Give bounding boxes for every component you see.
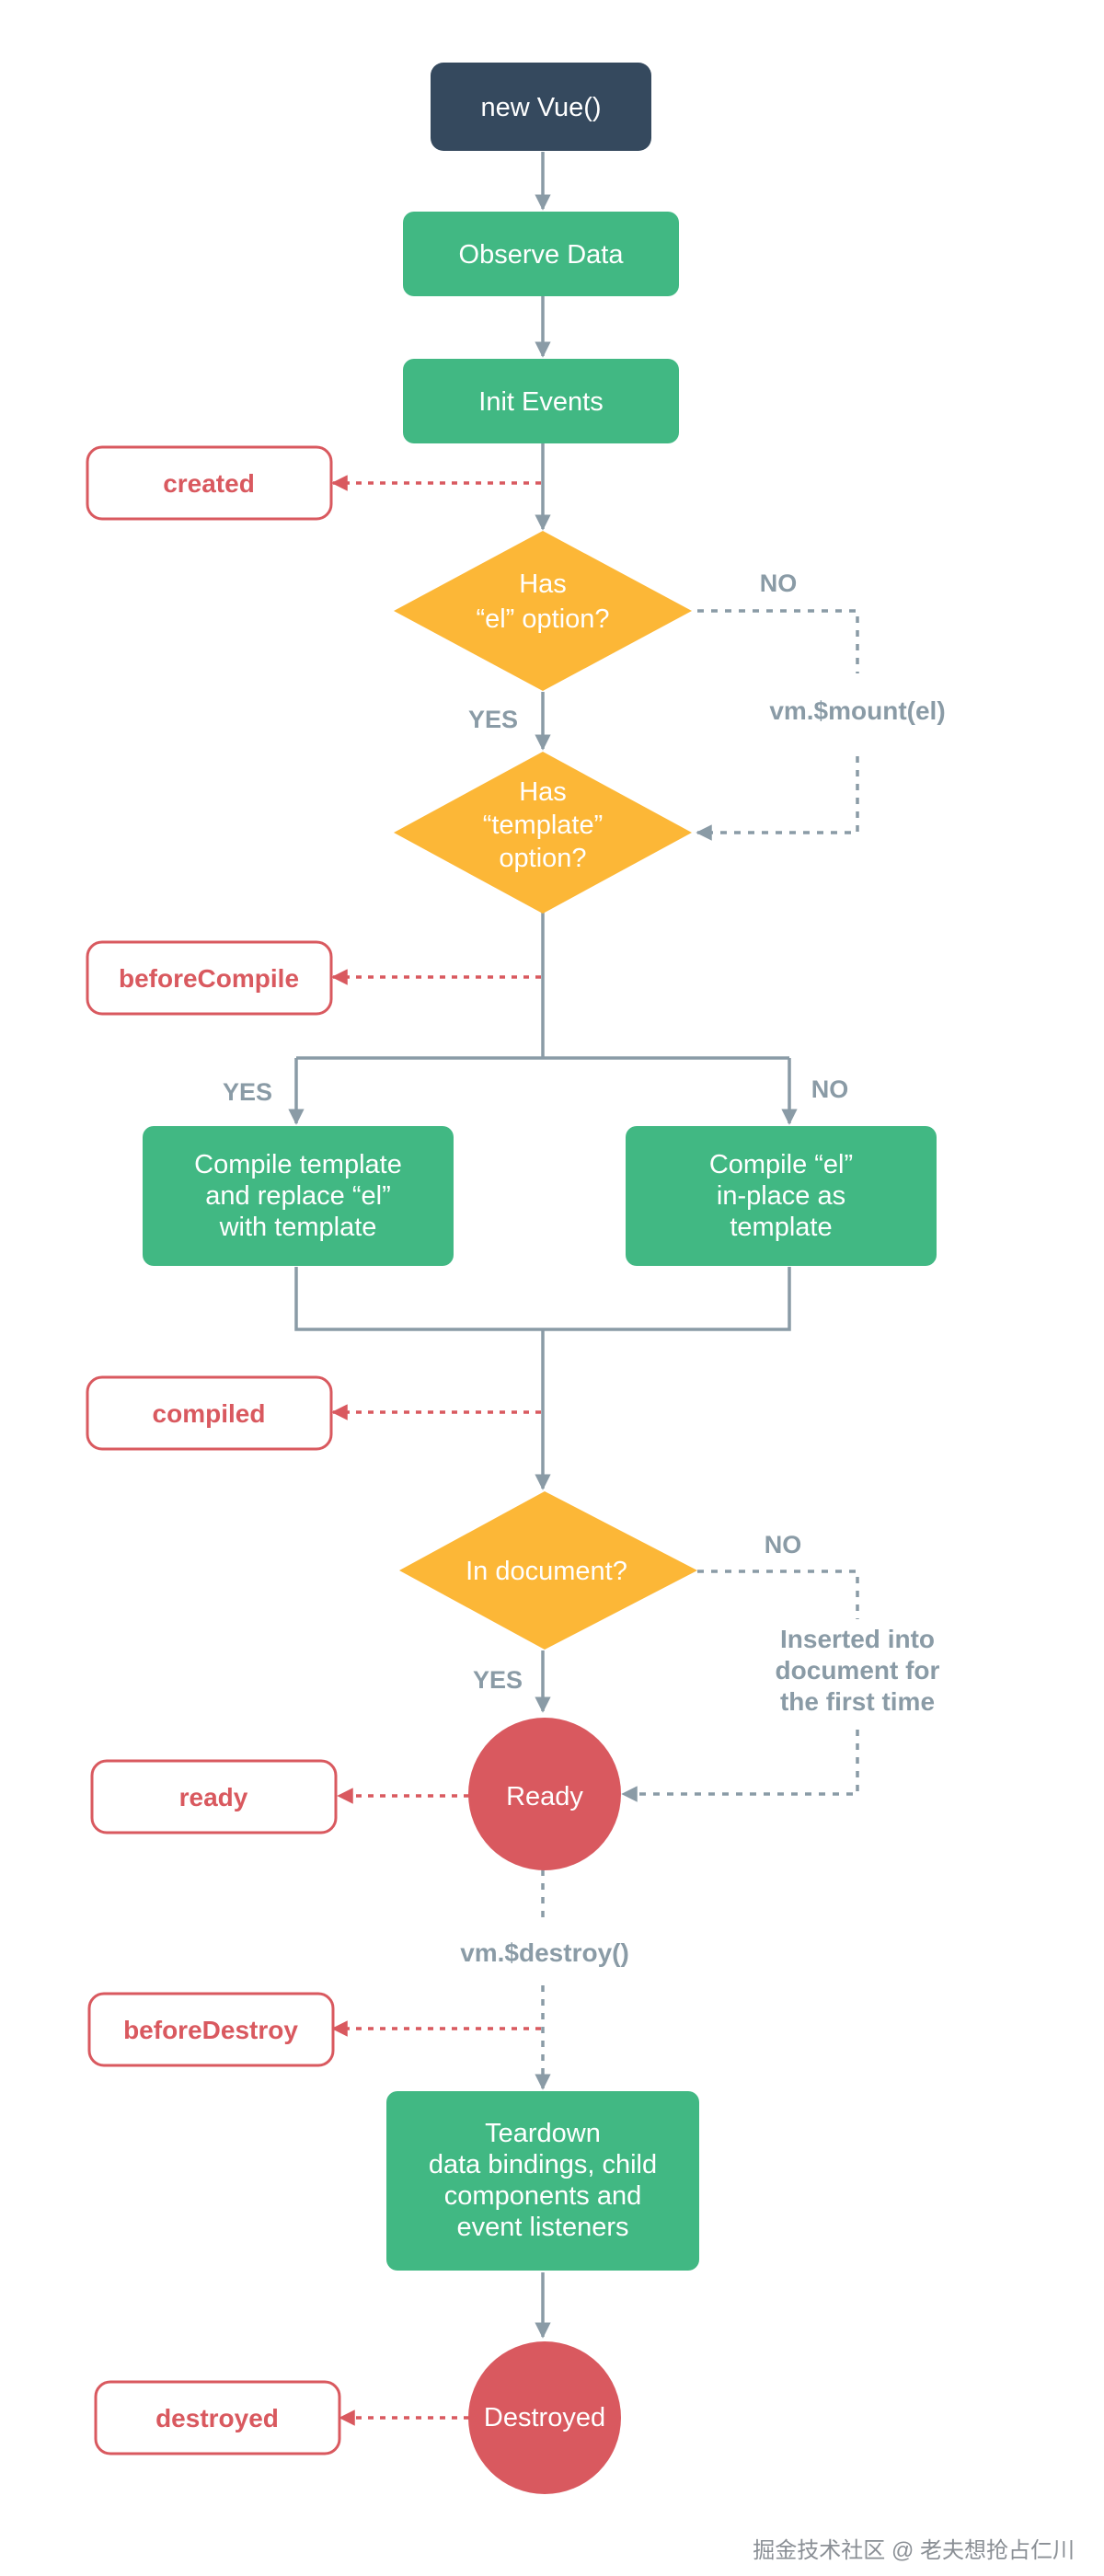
teardown-node: Teardown data bindings, child components… — [386, 2091, 699, 2271]
no-label-has-el: NO — [760, 569, 798, 597]
hook-ready-label: ready — [179, 1783, 248, 1811]
flow-labels: NO YES vm.$mount(el) YES NO NO YES Inser… — [223, 569, 946, 1967]
compile-template-node: Compile template and replace “el” with t… — [143, 1126, 454, 1266]
hook-before-compile-label: beforeCompile — [119, 964, 299, 993]
hook-before-destroy: beforeDestroy — [87, 1992, 335, 2067]
in-document-decision: In document? — [399, 1491, 697, 1650]
watermark: 掘金技术社区 @ 老夫想抢占仁川 — [753, 2538, 1075, 2563]
init-events-node: Init Events — [403, 359, 679, 443]
inserted-label-line3: the first time — [780, 1687, 935, 1716]
connector-mount-to-has-template — [696, 756, 859, 841]
yes-label-has-template: YES — [223, 1078, 272, 1106]
in-document-label: In document? — [466, 1557, 627, 1586]
dashed-flow-connectors — [535, 609, 859, 2090]
yes-label-has-el: YES — [468, 706, 518, 733]
hook-created: created — [86, 445, 333, 521]
main-flow-connectors — [288, 152, 798, 2339]
connector-no-in-document — [697, 1570, 859, 1619]
hook-ready: ready — [90, 1759, 338, 1834]
inserted-label-line1: Inserted into — [780, 1625, 935, 1653]
hook-before-destroy-label: beforeDestroy — [123, 2016, 298, 2044]
connector-branch-merge — [294, 1267, 791, 1331]
observe-data-node: Observe Data — [403, 212, 679, 296]
destroyed-circle-label: Destroyed — [484, 2403, 605, 2432]
compile-el-line1: Compile “el” — [709, 1150, 853, 1179]
teardown-line4: event listeners — [457, 2213, 629, 2242]
teardown-line1: Teardown — [485, 2119, 601, 2148]
observe-data-label: Observe Data — [459, 240, 625, 270]
has-el-label-line1: Has — [519, 569, 567, 599]
no-label-in-document: NO — [765, 1531, 802, 1558]
hook-connectors — [331, 475, 541, 2426]
no-label-has-template: NO — [811, 1075, 849, 1103]
has-template-label-line3: option? — [499, 844, 586, 873]
compile-el-line2: in-place as — [717, 1181, 845, 1211]
compile-el-node: Compile “el” in-place as template — [626, 1126, 937, 1266]
mount-label: vm.$mount(el) — [769, 696, 945, 725]
connector-inserted-to-ready — [621, 1730, 859, 1802]
new-vue-label: new Vue() — [480, 93, 601, 122]
has-template-label-line2: “template” — [483, 811, 604, 840]
compile-template-line2: and replace “el” — [205, 1181, 391, 1211]
has-el-label-line2: “el” option? — [476, 604, 609, 634]
teardown-line3: components and — [444, 2181, 641, 2211]
ready-circle: Ready — [468, 1718, 621, 1870]
destroy-label: vm.$destroy() — [460, 1938, 629, 1967]
has-template-label-line1: Has — [519, 777, 567, 807]
destroyed-circle: Destroyed — [468, 2341, 621, 2494]
hook-destroyed-label: destroyed — [155, 2404, 279, 2432]
hook-destroyed: destroyed — [94, 2380, 341, 2455]
connector-no-el-to-mount — [697, 609, 859, 673]
compile-template-line1: Compile template — [194, 1150, 402, 1179]
teardown-line2: data bindings, child — [429, 2150, 657, 2179]
inserted-label-line2: document for — [776, 1656, 940, 1685]
hook-compiled-label: compiled — [153, 1399, 266, 1428]
init-events-label: Init Events — [478, 387, 603, 417]
ready-circle-label: Ready — [506, 1782, 583, 1811]
has-template-decision: Has “template” option? — [394, 752, 692, 914]
new-vue-node: new Vue() — [431, 63, 651, 151]
hook-created-label: created — [163, 469, 255, 498]
yes-label-in-document: YES — [473, 1666, 523, 1694]
has-el-decision: Has “el” option? — [394, 531, 692, 691]
compile-el-line3: template — [730, 1213, 832, 1242]
compile-template-line3: with template — [219, 1213, 377, 1242]
hook-compiled: compiled — [86, 1375, 333, 1451]
hook-before-compile: beforeCompile — [86, 940, 333, 1016]
